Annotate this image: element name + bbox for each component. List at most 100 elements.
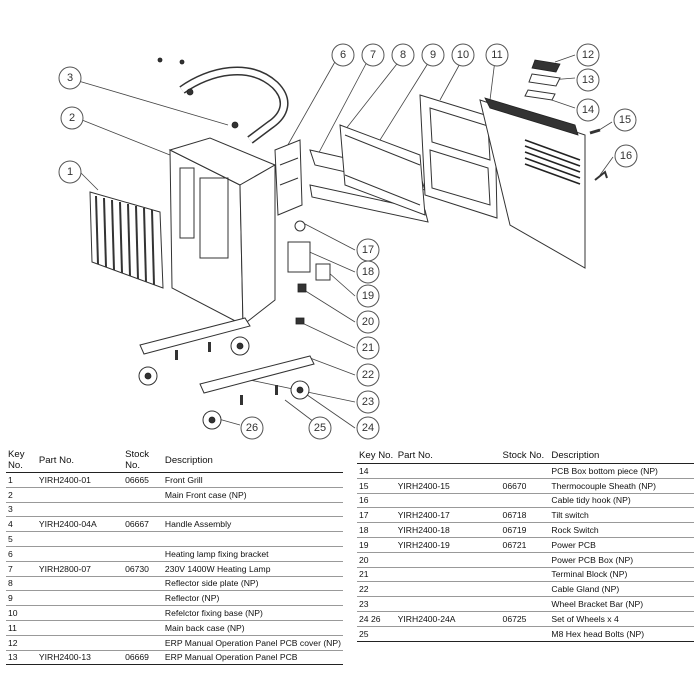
svg-text:14: 14 — [582, 104, 594, 116]
cell-description: Reflector (NP) — [162, 590, 343, 607]
cell-stock-no: 06721 — [500, 537, 550, 553]
table-row: 9 Reflector (NP) — [6, 590, 343, 607]
svg-text:23: 23 — [362, 396, 374, 408]
header-key-no: Key No. — [6, 448, 37, 473]
svg-text:24: 24 — [362, 422, 374, 434]
cell-part-no — [395, 567, 501, 583]
main-back-case-part — [479, 97, 586, 269]
callout-22: 22 — [356, 363, 380, 387]
callout-14: 14 — [576, 98, 600, 122]
svg-text:3: 3 — [67, 72, 73, 84]
cell-key-no: 22 — [357, 581, 396, 598]
cell-part-no — [395, 626, 501, 642]
cell-stock-no: 06670 — [500, 478, 550, 494]
cell-description: Refelctor fixing base (NP) — [162, 605, 343, 621]
cell-part-no: YIRH2400-19 — [395, 537, 501, 553]
cell-description: M8 Hex head Bolts (NP) — [549, 626, 694, 642]
cell-description: Terminal Block (NP) — [549, 567, 694, 583]
cell-key-no: 9 — [6, 590, 37, 607]
cell-part-no: YIRH2400-01 — [36, 472, 124, 488]
cell-key-no: 19 — [357, 537, 396, 553]
cell-stock-no — [500, 463, 550, 479]
cell-key-no: 18 — [357, 522, 396, 538]
cell-part-no: YIRH2400-13 — [36, 650, 124, 666]
callout-2: 2 — [60, 106, 84, 130]
cell-stock-no — [123, 576, 163, 592]
cell-key-no: 6 — [6, 546, 37, 562]
cell-part-no — [36, 576, 124, 592]
cell-part-no — [36, 531, 124, 547]
table-row: 2 Main Front case (NP) — [6, 487, 343, 503]
svg-text:11: 11 — [491, 49, 502, 61]
callout-17: 17 — [356, 238, 380, 262]
cell-stock-no — [123, 590, 163, 607]
cell-stock-no — [123, 487, 163, 503]
header-stock-no: Stock No. — [123, 448, 163, 473]
cell-description: 230V 1400W Heating Lamp — [162, 561, 343, 577]
callout-9: 9 — [421, 43, 445, 67]
callout-6: 6 — [331, 43, 355, 67]
cell-description: Main Front case (NP) — [162, 487, 343, 503]
svg-text:7: 7 — [370, 49, 376, 61]
svg-text:18: 18 — [362, 266, 374, 278]
cell-key-no: 2 — [6, 487, 37, 503]
cable-tidy-hook-part — [594, 170, 608, 181]
parts-table-left: Key No. Part No. Stock No. Description 1… — [6, 448, 343, 666]
cell-key-no: 10 — [6, 605, 37, 621]
operation-panel-pcb-part — [524, 59, 561, 101]
callout-1: 1 — [58, 160, 82, 184]
cell-stock-no: 06667 — [123, 516, 163, 533]
exploded-parts-diagram: 1 2 3 6 7 8 9 10 11 12 13 14 15 16 17 18… — [58, 43, 638, 440]
cell-stock-no: 06669 — [123, 650, 163, 666]
cell-stock-no — [123, 531, 163, 547]
table-header-row: Key No. Part No. Stock No. Description — [6, 448, 343, 473]
cell-part-no — [395, 552, 501, 568]
lamp-fixing-bracket-part — [274, 139, 303, 216]
cell-part-no — [395, 493, 501, 509]
cell-stock-no — [123, 605, 163, 621]
cell-key-no: 24 26 — [357, 611, 396, 627]
cell-key-no: 13 — [6, 650, 37, 666]
cell-stock-no — [500, 581, 550, 598]
cell-stock-no — [500, 552, 550, 568]
svg-text:25: 25 — [314, 422, 326, 434]
callout-21: 21 — [356, 336, 380, 360]
heating-lamp-part — [309, 124, 429, 223]
cell-part-no: YIRH2400-24A — [395, 611, 501, 627]
callout-7: 7 — [361, 43, 385, 67]
cell-key-no: 15 — [357, 478, 396, 494]
main-front-case-part — [168, 137, 277, 327]
cell-description — [162, 531, 343, 547]
cell-key-no: 11 — [6, 620, 37, 636]
cell-description: Rock Switch — [549, 522, 694, 538]
header-part-no: Part No. — [395, 448, 501, 464]
cell-description: Tilt switch — [549, 507, 694, 524]
cell-description: Wheel Bracket Bar (NP) — [549, 596, 694, 612]
thermocouple-sheath-part — [589, 128, 601, 135]
svg-text:6: 6 — [340, 49, 346, 61]
cell-description: ERP Manual Operation Panel PCB — [162, 650, 343, 666]
leader-lines — [74, 54, 614, 429]
cell-part-no — [36, 635, 124, 651]
cell-description: Set of Wheels x 4 — [549, 611, 694, 627]
front-grill-part — [89, 191, 164, 289]
cell-stock-no — [500, 493, 550, 509]
cell-stock-no — [123, 502, 163, 518]
cell-description: ERP Manual Operation Panel PCB cover (NP… — [162, 635, 343, 651]
cell-description: Thermocouple Sheath (NP) — [549, 478, 694, 494]
header-part-no: Part No. — [36, 448, 124, 473]
cell-part-no: YIRH2400-18 — [395, 522, 501, 538]
header-key-no: Key No. — [357, 448, 396, 464]
cell-part-no — [36, 502, 124, 518]
cell-key-no: 7 — [6, 561, 37, 577]
